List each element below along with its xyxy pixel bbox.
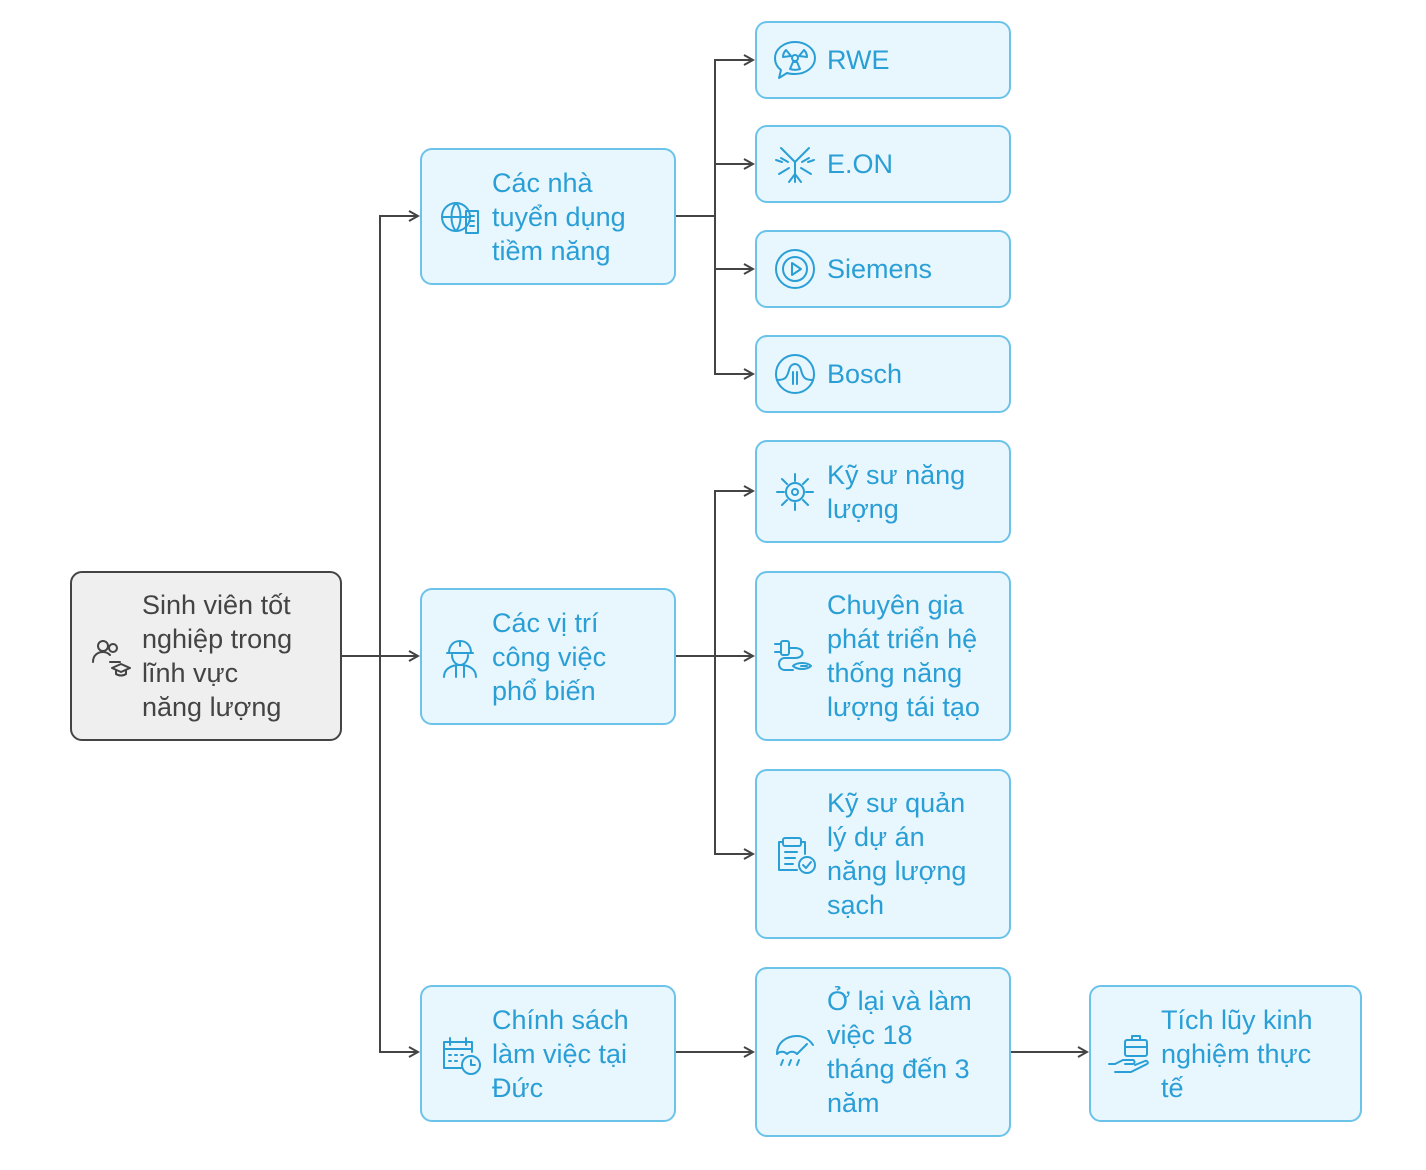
graduates-icon [86,632,134,680]
bosch-label: Bosch [827,359,903,389]
node-rwe[interactable]: RWE [755,21,1011,99]
plug-cable-icon [771,632,819,680]
node-renewable-specialist[interactable]: Chuyên gia phát triển hệ thống năng lượn… [755,571,1011,741]
edge-root-policy [379,656,418,1052]
edge-recruiters-siemens [714,216,753,269]
experience-label: Tích lũy kinh nghiệm thực tế [1161,1004,1313,1103]
node-experience[interactable]: Tích lũy kinh nghiệm thực tế [1089,985,1362,1122]
umbrella-rain-icon [771,1028,819,1076]
project-engineer-label: Kỹ sư quản lý dự án năng lượng sạch [827,788,967,920]
play-circle-icon [771,245,819,293]
globe-building-icon [436,193,484,241]
signal-wave-icon [771,350,819,398]
edge-recruiters-bosch [714,216,753,374]
node-eon[interactable]: E.ON [755,125,1011,203]
stay-work-label: Ở lại và làm việc 18 tháng đến 3 năm [827,986,972,1118]
rwe-label: RWE [827,45,890,75]
molecule-icon [771,140,819,188]
edge-positions-project-engineer [714,656,753,854]
siemens-label: Siemens [827,254,933,284]
eon-label: E.ON [827,149,894,179]
node-recruiters[interactable]: Các nhà tuyển dụng tiềm năng [420,148,676,285]
recruiters-label: Các nhà tuyển dụng tiềm năng [492,167,626,266]
node-siemens[interactable]: Siemens [755,230,1011,308]
node-stay-work[interactable]: Ở lại và làm việc 18 tháng đến 3 năm [755,967,1011,1137]
node-project-engineer[interactable]: Kỹ sư quản lý dự án năng lượng sạch [755,769,1011,939]
node-policy[interactable]: Chính sách làm việc tại Đức [420,985,676,1122]
energy-engineer-label: Kỹ sư năng lượng [827,459,966,524]
renewable-specialist-label: Chuyên gia phát triển hệ thống năng lượn… [827,590,980,722]
node-positions[interactable]: Các vị trí công việc phổ biến [420,588,676,725]
radiation-bubble-icon [771,36,819,84]
positions-label: Các vị trí công việc phổ biến [492,607,607,706]
root-label: Sinh viên tốt nghiệp trong lĩnh vực năng… [142,590,293,722]
clipboard-check-icon [771,830,819,878]
edge-recruiters-eon [714,164,753,216]
policy-label: Chính sách làm việc tại Đức [492,1004,629,1103]
worker-icon [436,633,484,681]
edge-recruiters-rwe [676,60,753,217]
node-root[interactable]: Sinh viên tốt nghiệp trong lĩnh vực năng… [70,571,342,741]
edge-positions-energy-engineer [676,491,753,657]
edge-root-recruiters [342,216,418,657]
node-bosch[interactable]: Bosch [755,335,1011,413]
briefcase-hand-icon [1105,1030,1153,1078]
calendar-clock-icon [436,1030,484,1078]
sun-gear-icon [771,468,819,516]
node-energy-engineer[interactable]: Kỹ sư năng lượng [755,440,1011,543]
